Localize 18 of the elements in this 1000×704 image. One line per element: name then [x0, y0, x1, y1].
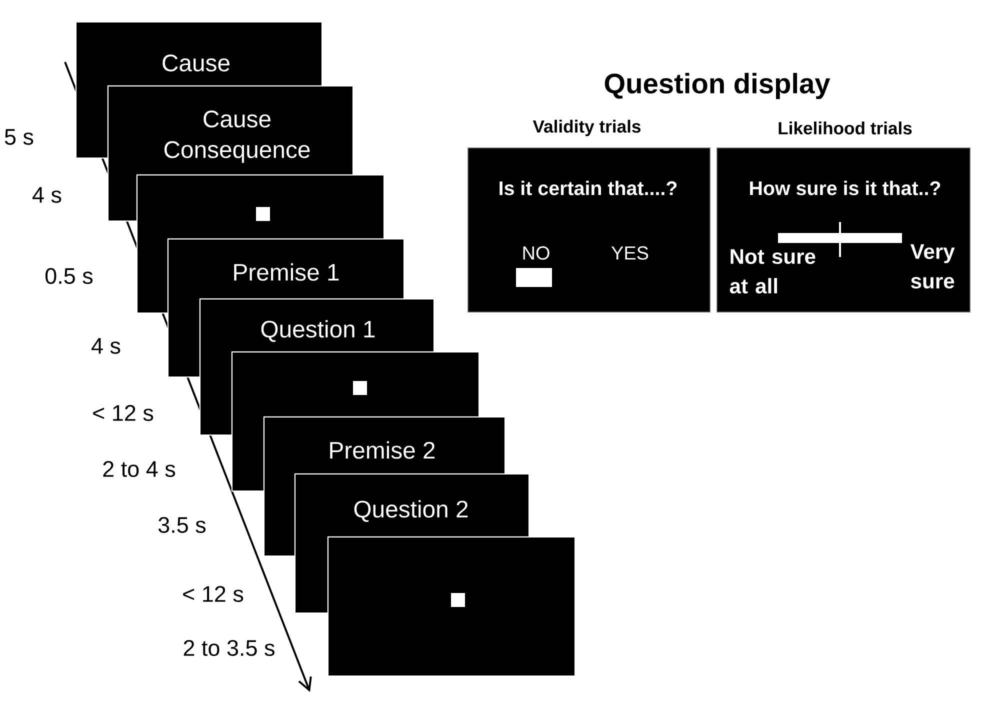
- question-text: Is it certain that....?: [500, 180, 677, 196]
- question-text: How sure is it that..?: [750, 180, 940, 196]
- duration-label: 0.5 s: [46, 268, 93, 284]
- scale-label: Not sure at all: [730, 249, 816, 294]
- duration-label: 2 to 4 s: [103, 461, 176, 477]
- answer-option: YES: [611, 246, 648, 260]
- heading: Question display: [604, 72, 830, 100]
- answer-option: NO: [523, 246, 550, 260]
- duration-label: 4 s: [32, 187, 62, 203]
- panel-heading: Validity trials: [532, 120, 640, 136]
- duration-label: < 12 s: [93, 405, 154, 421]
- duration-label: < 12 s: [183, 586, 244, 602]
- panel-heading: Likelihood trials: [778, 122, 912, 134]
- duration-label: 3.5 s: [158, 517, 206, 533]
- duration-label: 4 s: [92, 338, 120, 354]
- duration-label: 5 s: [4, 129, 34, 145]
- scale-label: Very sure: [910, 244, 955, 289]
- duration-label: 2 to 3.5 s: [184, 640, 274, 656]
